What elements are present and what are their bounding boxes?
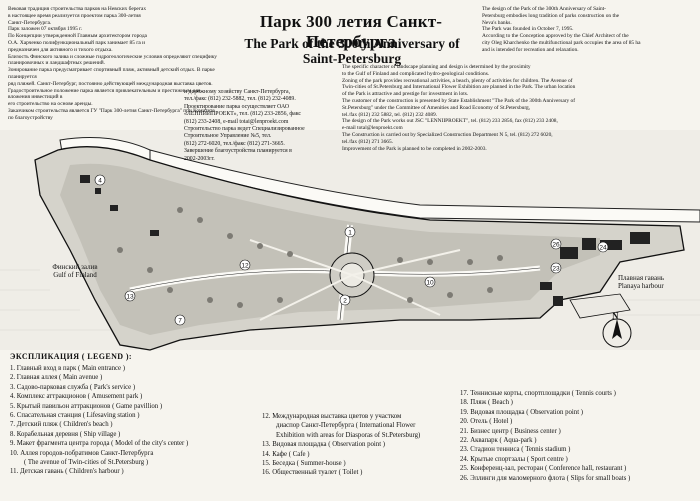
map-marker-23: 23 — [550, 262, 562, 274]
legend-item: 2. Главная аллея ( Main avenue ) — [10, 374, 103, 382]
map-marker-2: 2 — [339, 294, 351, 306]
legend-item: 23. Стадион тенниса ( Tennis stadium ) — [460, 446, 571, 454]
svg-text:1: 1 — [348, 230, 352, 237]
legend-item: 26. Эллинги для маломерного флота ( Slip… — [460, 474, 631, 482]
legend-item: 19. Видовая площадка ( Observation point… — [460, 408, 584, 416]
legend-item: 7. Детский пляж ( Children's beach ) — [10, 421, 113, 429]
title-english: The Park of the 300th Anniversary of Sai… — [244, 36, 460, 66]
legend-item: ( The avenue of Twin-cities of St.Peters… — [24, 459, 149, 467]
map-marker-10: 10 — [424, 276, 436, 288]
compass-label: N — [612, 311, 619, 321]
svg-text:12: 12 — [241, 263, 249, 270]
legend-item: 4. Комплекс аттракционов ( Amusement par… — [10, 393, 143, 401]
legend-column-1: 1. Главный вход в парк ( Main entrance )… — [10, 364, 188, 477]
svg-text:24: 24 — [599, 245, 607, 252]
map-marker-4: 4 — [94, 174, 106, 186]
legend-item: 18. Пляж ( Beach ) — [460, 399, 513, 407]
harbour-label: Плавная гавань Planaya harbour — [618, 274, 665, 290]
legend-column-3: 17. Теннисные корты, спортплощадки ( Ten… — [460, 389, 630, 483]
svg-text:10: 10 — [426, 280, 434, 287]
legend-item: 21. Бизнес центр ( Business center ) — [460, 427, 561, 435]
legend-item: 11. Детская гавань ( Children's harbour … — [10, 468, 124, 476]
map-marker-12: 12 — [239, 259, 251, 271]
legend-column-2: 12. Международная выставка цветов у учас… — [262, 412, 420, 478]
title-russian: Парк 300 летия Санкт-Петербурга — [259, 12, 443, 51]
svg-text:13: 13 — [126, 294, 134, 301]
map-marker-13: 13 — [124, 290, 136, 302]
legend-item: 14. Кафе ( Cafe ) — [262, 450, 310, 458]
legend-item: 6. Спасательная станция ( Lifesaving sta… — [10, 412, 140, 420]
legend-item: 12. Международная выставка цветов у учас… — [262, 413, 402, 420]
legend-item: 25. Конференц-зал, ресторан ( Conference… — [460, 465, 627, 473]
legend-item: 8. Корабельная деревня ( Ship village ) — [10, 430, 121, 438]
svg-text:26: 26 — [552, 242, 560, 249]
legend-item: 13. Видовая площадка ( Observation point… — [262, 441, 386, 449]
svg-text:2: 2 — [343, 298, 347, 305]
legend-item: Exhibition with areas for Diasporas of S… — [276, 431, 421, 439]
description-russian-contacts: и дорожному хозяйству Санкт-Петербурга, … — [184, 89, 305, 162]
legend-title: ЭКСПЛИКАЦИЯ ( LEGEND ): — [10, 352, 132, 361]
legend-item: 10. Аллея городов-побратимов Санкт-Петер… — [10, 449, 154, 457]
map-marker-7: 7 — [174, 314, 186, 326]
description-english-details: The specific character of landscape plan… — [342, 64, 576, 152]
compass-icon — [602, 318, 632, 348]
legend-item: 1. Главный вход в парк ( Main entrance ) — [10, 365, 126, 372]
legend-item: 9. Макет фрагмента центра города ( Model… — [10, 440, 189, 448]
legend-item: 20. Отель ( Hotel ) — [460, 418, 513, 426]
legend-item: 16. Общественный туалет ( Toilet ) — [262, 469, 363, 477]
svg-text:4: 4 — [98, 178, 102, 185]
map-marker-1: 1 — [344, 226, 356, 238]
legend-item: 5. Крытый павильон аттракционов ( Game p… — [10, 402, 163, 410]
description-english: The design of the Park of the 300th Anni… — [482, 6, 641, 53]
legend-item: диаспор Санкт-Петербурга ( International… — [276, 422, 416, 430]
legend-item: 15. Беседка ( Summer-house ) — [262, 460, 346, 468]
legend-item: 17. Теннисные корты, спортплощадки ( Ten… — [460, 390, 616, 397]
legend-item: 22. Аквапарк ( Aqua-park ) — [460, 437, 537, 445]
description-russian: Вековая традиция строительства парков на… — [8, 6, 217, 121]
gulf-label: Финский залив Gulf of Finland — [52, 263, 98, 279]
svg-text:7: 7 — [178, 318, 182, 325]
svg-text:23: 23 — [552, 266, 560, 273]
legend-item: 3. Садово-парковая служба ( Park's servi… — [10, 383, 136, 391]
map-marker-26: 26 — [550, 238, 562, 250]
map-marker-24: 24 — [597, 241, 609, 253]
legend-item: 24. Крытые спортзалы ( Sport centre ) — [460, 455, 568, 463]
